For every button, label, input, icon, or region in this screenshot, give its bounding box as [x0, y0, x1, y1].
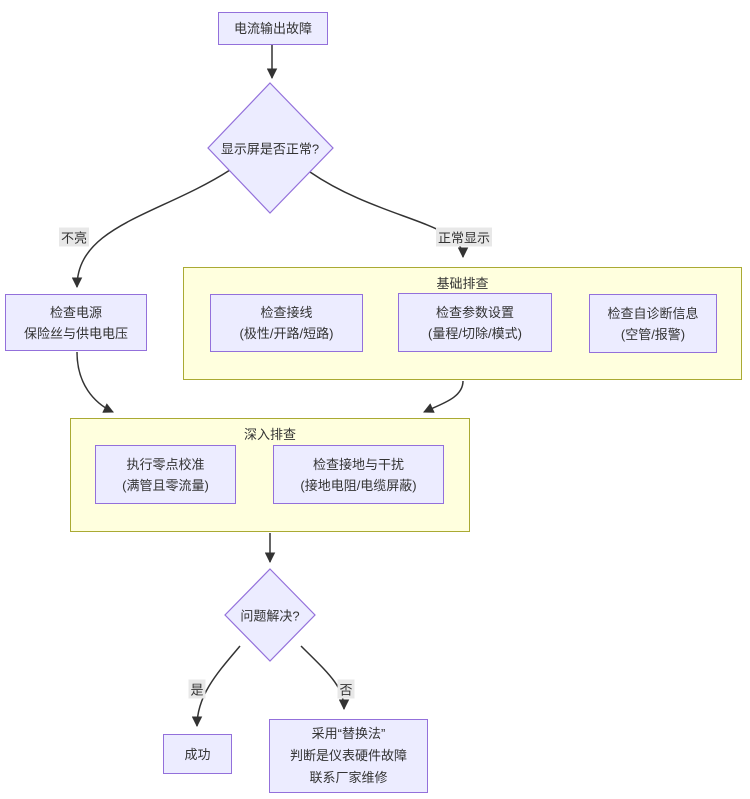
- node-replacement-method: 采用“替换法” 判断是仪表硬件故障 联系厂家维修: [269, 719, 428, 793]
- edge-label-not-lit: 不亮: [58, 227, 90, 247]
- node-check-power-line2: 保险丝与供电电压: [23, 325, 128, 341]
- decision-solved-diamond: [224, 568, 316, 662]
- edge-label-no: 否: [337, 679, 355, 699]
- node-check-wiring: 检查接线 (极性/开路/短路): [210, 294, 363, 352]
- node-check-power: 检查电源 保险丝与供电电压: [5, 294, 147, 351]
- node-check-power-line1: 检查电源: [49, 304, 102, 320]
- node-check-diagnostics-line2: (空管/报警): [620, 326, 686, 342]
- edge-solved-decision-to-replacement: [300, 645, 350, 711]
- node-zero-calibration-line1: 执行零点校准: [126, 456, 205, 472]
- edge-solved-decision-to-success: [191, 645, 241, 728]
- node-start-label: 电流输出故障: [233, 21, 312, 36]
- node-check-grounding-line2: (接地电阻/电缆屏蔽): [300, 477, 417, 493]
- node-check-diagnostics-line1: 检查自诊断信息: [607, 305, 699, 321]
- decision-display-label: 显示屏是否正常?: [220, 141, 320, 157]
- node-check-wiring-line2: (极性/开路/短路): [239, 326, 334, 341]
- edge-label-yes: 是: [188, 679, 206, 699]
- decision-solved-label: 问题解决?: [240, 608, 300, 624]
- node-check-params-line2: (量程/切除/模式): [428, 325, 522, 341]
- node-replacement-line1: 采用“替换法”: [311, 726, 386, 741]
- node-success: 成功: [163, 734, 232, 774]
- node-zero-calibration-line2: (满管且零流量): [122, 477, 209, 493]
- node-replacement-line2: 判断是仪表硬件故障: [289, 748, 407, 763]
- node-check-grounding-line1: 检查接地与干扰: [312, 456, 404, 472]
- node-check-params-line1: 检查参数设置: [435, 304, 514, 320]
- node-check-grounding: 检查接地与干扰 (接地电阻/电缆屏蔽): [273, 445, 444, 504]
- group-basic-check-title: 基础排查: [436, 276, 489, 291]
- edge-basic-group-to-deep-group: [423, 380, 464, 413]
- node-replacement-line3: 联系厂家维修: [309, 770, 388, 785]
- node-zero-calibration: 执行零点校准 (满管且零流量): [95, 445, 236, 504]
- node-start: 电流输出故障: [218, 12, 328, 45]
- node-check-params: 检查参数设置 (量程/切除/模式): [398, 293, 552, 352]
- group-deep-check-title: 深入排查: [243, 427, 296, 442]
- edge-label-normal-display: 正常显示: [435, 227, 493, 247]
- edge-check-power-to-deep-group: [76, 351, 114, 413]
- decision-display-diamond: [207, 82, 334, 214]
- node-check-diagnostics: 检查自诊断信息 (空管/报警): [589, 294, 717, 353]
- node-success-label: 成功: [184, 746, 211, 762]
- edge-display-decision-to-check-power: [71, 169, 231, 289]
- node-check-wiring-line1: 检查接线: [260, 305, 313, 320]
